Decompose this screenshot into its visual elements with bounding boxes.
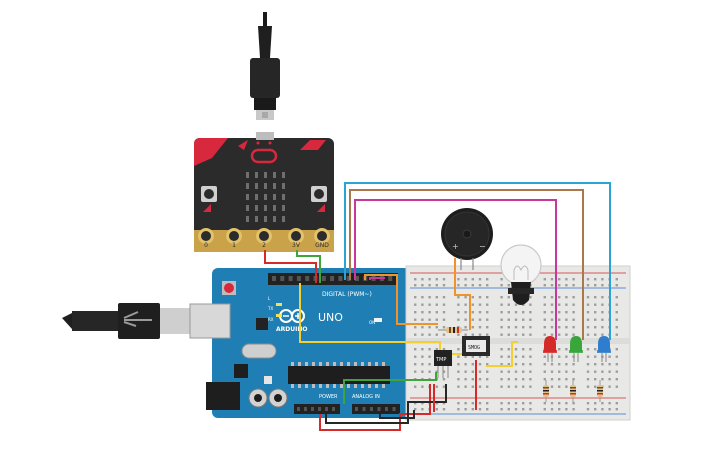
matrix-led [264,216,267,222]
led-red[interactable] [543,336,557,362]
wire-brown[interactable] [349,189,584,340]
matrix-led [246,183,249,189]
sensor-label: SMOG [468,345,480,351]
resistor[interactable] [570,380,576,402]
microbit-pin-label: 1 [232,242,236,249]
matrix-led [264,205,267,211]
resistor[interactable] [597,380,603,402]
led-group [543,336,611,362]
buzzer-minus-label: − [479,242,486,251]
microbit-accent [300,140,326,150]
arduino-logo-text: ARDUINO [276,326,307,333]
analog-label: ANALOG IN [352,394,380,400]
crystal [241,343,277,359]
digital-label: DIGITAL (PWM~) [322,291,372,298]
matrix-led [282,172,285,178]
resistor[interactable] [438,327,468,333]
wire-black-gnd[interactable] [325,384,447,424]
on-label: ON [369,320,375,325]
power-jack [206,382,240,410]
matrix-led [246,172,249,178]
matrix-led [255,194,258,200]
microbit-pin-label: GND [315,242,329,249]
on-led [374,318,382,322]
matrix-led [246,205,249,211]
led-blue[interactable] [597,336,611,362]
usb-b-jack [189,303,231,339]
matrix-led [273,216,276,222]
temperature-sensor[interactable]: TMP [434,350,452,378]
gas-sensor[interactable]: SMOG [462,336,490,356]
resistor[interactable] [543,380,549,402]
matrix-led [255,183,258,189]
wire-green-a0[interactable] [343,372,437,404]
power-header [294,404,340,414]
microbit-usb-port [256,132,274,140]
usb-chip [256,318,268,330]
piezo-buzzer[interactable]: + − [441,208,493,270]
matrix-led [273,205,276,211]
microbit-usb-cable[interactable] [250,12,280,120]
model-label: UNO [318,311,343,324]
microbit-pin-label: 0 [204,242,208,249]
microbit-wires [264,250,321,283]
light-bulb[interactable] [500,244,542,305]
matrix-led [273,172,276,178]
led-resistors [543,380,603,402]
microbit-logo-icon [250,148,278,164]
wire-orange[interactable] [364,274,438,325]
wire-magenta[interactable] [354,199,557,340]
microbit-accent [194,138,228,166]
wire-red[interactable] [264,250,317,283]
arduino-logo-icon [279,309,305,323]
matrix-led [255,205,258,211]
wire-blue[interactable] [344,182,611,340]
atmega-chip [288,366,390,384]
tx-label: TX [267,306,273,311]
matrix-led [273,183,276,189]
arduino-usb-cable[interactable] [62,303,190,339]
microbit-pin-label: 2 [262,242,266,249]
microbit-led-matrix [246,172,285,222]
led-green[interactable] [569,336,583,362]
matrix-led [264,172,267,178]
matrix-led [255,216,258,222]
matrix-led [282,183,285,189]
microbit-board[interactable]: 0 1 2 3V GND [194,132,334,252]
matrix-led [264,183,267,189]
matrix-led [255,172,258,178]
matrix-led [282,205,285,211]
matrix-led [264,194,267,200]
tmp-label: TMP [435,357,446,363]
matrix-led [282,194,285,200]
analog-header [352,404,400,414]
matrix-led [246,216,249,222]
wire-green[interactable] [296,250,321,283]
matrix-led [282,216,285,222]
power-label: POWER [319,394,338,400]
power-wires [319,372,447,431]
l-label: L [268,296,271,301]
wire-orange-buzzer[interactable] [454,258,471,330]
matrix-led [273,194,276,200]
voltage-regulator [234,364,248,378]
rx-label: RX [268,317,274,322]
microbit-pin-label: 3V [292,242,301,249]
matrix-led [246,194,249,200]
buzzer-plus-label: + [452,242,459,251]
